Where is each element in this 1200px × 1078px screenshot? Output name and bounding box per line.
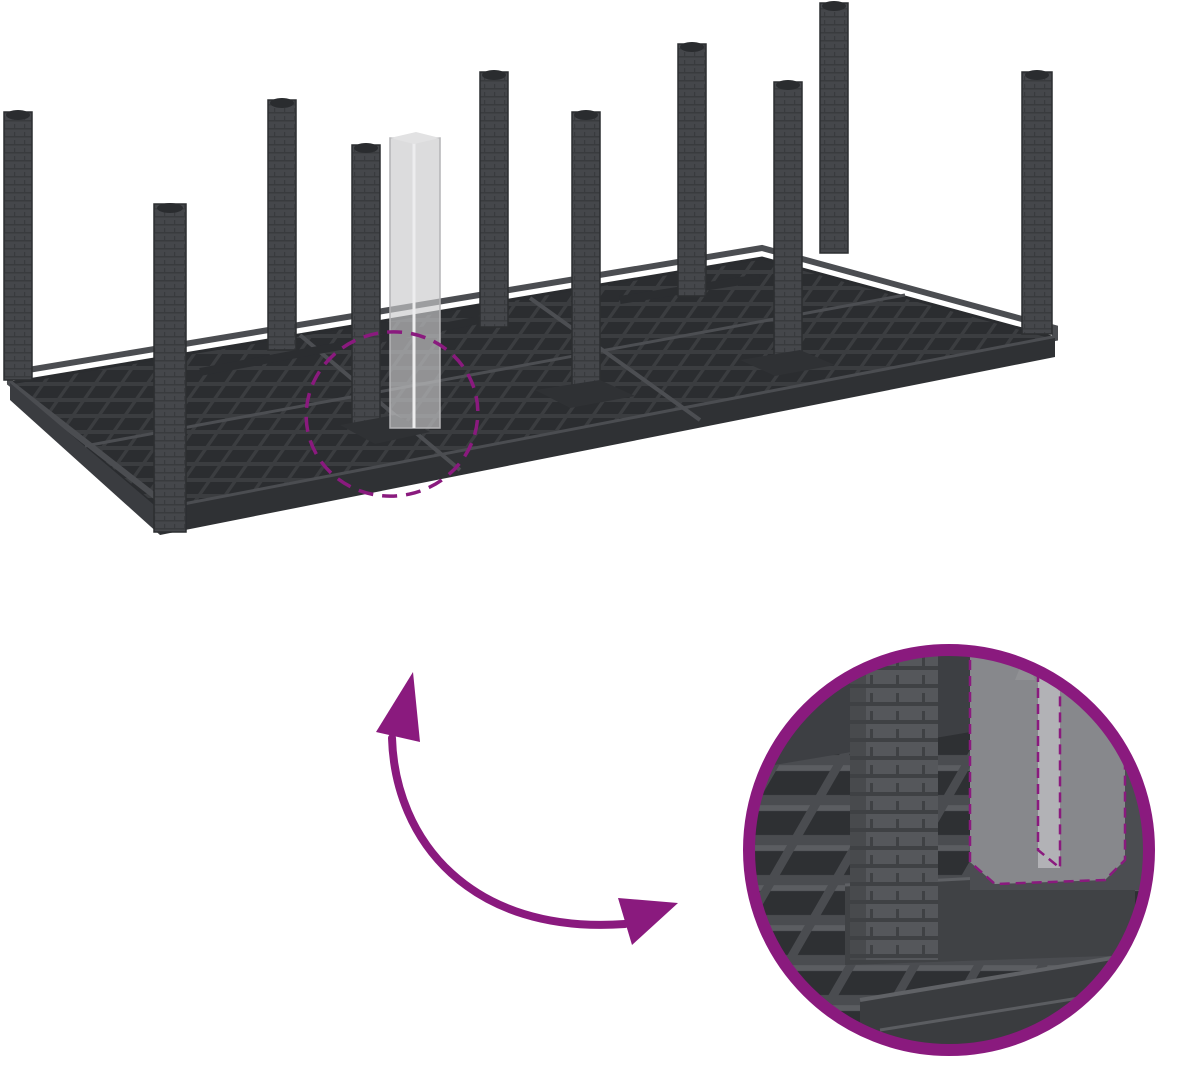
leg-post xyxy=(819,1,849,254)
leg-post xyxy=(267,98,297,351)
leg-post-icon xyxy=(3,1,1053,533)
zoom-detail-icon xyxy=(743,644,1155,1056)
leg-post xyxy=(340,143,430,444)
curved-double-arrow-icon xyxy=(376,672,678,945)
leg-post xyxy=(535,110,635,408)
leg-post xyxy=(3,110,33,381)
dashed-circle-icon xyxy=(304,330,480,498)
leg-post xyxy=(479,70,509,328)
leg-post xyxy=(1021,70,1053,335)
leg-post xyxy=(153,203,187,533)
ghost-leg-post-icon xyxy=(389,132,441,429)
leg-post xyxy=(740,80,835,376)
leg-post xyxy=(677,42,707,297)
